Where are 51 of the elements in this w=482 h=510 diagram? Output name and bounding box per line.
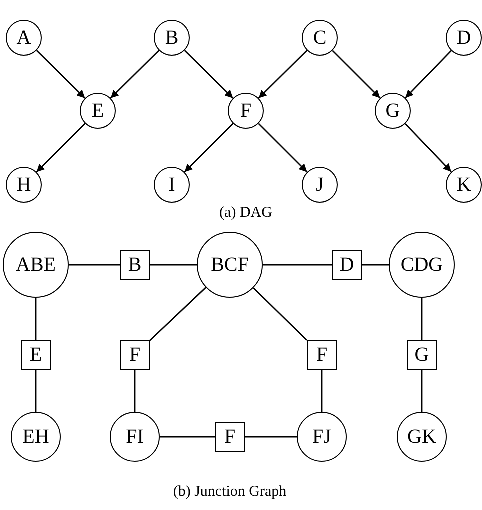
variable-circle: K — [446, 167, 482, 203]
connector-line — [150, 287, 207, 342]
variable-circle: H — [6, 167, 42, 203]
variable-circle: CDG — [389, 232, 455, 298]
arrow — [258, 123, 308, 173]
variable-circle: C — [302, 20, 338, 56]
variable-circle: I — [154, 167, 190, 203]
variable-circle: EH — [11, 412, 61, 462]
subfigure-caption: (a) DAG — [220, 205, 272, 222]
connector-line — [421, 298, 423, 340]
separator-square: G — [407, 340, 437, 370]
separator-square: B — [120, 250, 150, 280]
arrow — [258, 50, 308, 99]
connector-line — [362, 264, 389, 266]
connector-line — [134, 370, 136, 412]
variable-circle: F — [228, 93, 264, 129]
arrow — [110, 50, 160, 99]
connector-line — [35, 298, 37, 340]
variable-circle: FI — [110, 412, 160, 462]
connector-line — [321, 370, 323, 412]
separator-square: F — [120, 340, 150, 370]
separator-square: F — [215, 422, 245, 452]
separator-square: F — [307, 340, 337, 370]
variable-circle: D — [446, 20, 482, 56]
variable-circle: J — [302, 167, 338, 203]
variable-circle: A — [6, 20, 42, 56]
separator-square: D — [332, 250, 362, 280]
connector-line — [69, 264, 120, 266]
variable-circle: ABE — [3, 232, 69, 298]
connector-line — [245, 436, 297, 438]
connector-line — [263, 264, 332, 266]
variable-circle: B — [154, 20, 190, 56]
variable-circle: E — [80, 93, 116, 129]
variable-circle: FJ — [297, 412, 347, 462]
connector-line — [253, 288, 308, 341]
arrow — [184, 50, 234, 99]
arrow — [405, 50, 452, 99]
separator-square: E — [21, 340, 51, 370]
variable-circle: GK — [397, 412, 447, 462]
variable-circle: BCF — [197, 232, 263, 298]
connector-line — [160, 436, 215, 438]
arrow — [36, 123, 86, 173]
arrow — [36, 50, 86, 99]
subfigure-caption: (b) Junction Graph — [173, 484, 287, 501]
arrow — [184, 123, 234, 173]
arrow — [404, 124, 452, 172]
connector-line — [150, 264, 197, 266]
connector-line — [421, 370, 423, 412]
connector-line — [35, 370, 37, 412]
variable-circle: G — [375, 93, 411, 129]
arrow — [332, 50, 381, 99]
